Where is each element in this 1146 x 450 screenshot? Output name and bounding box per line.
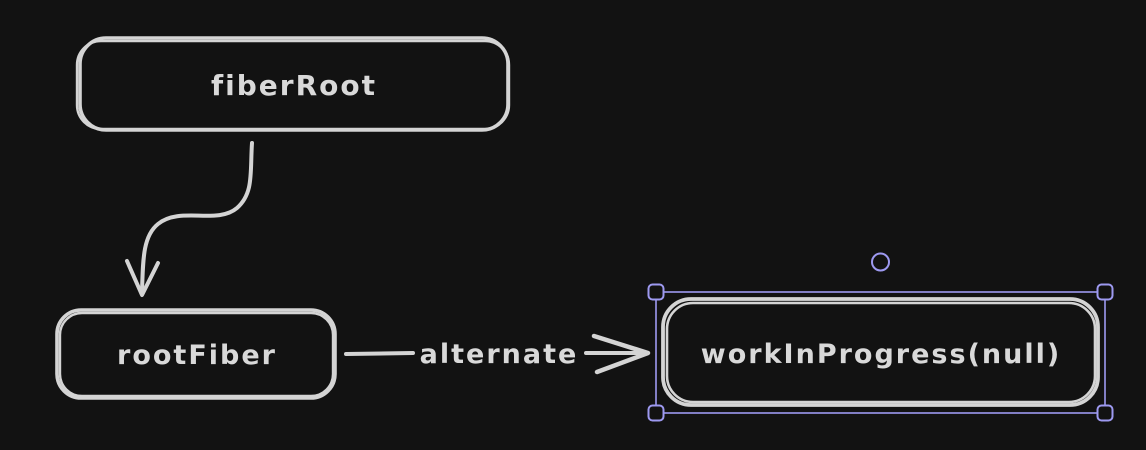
node-fiber-root-label: fiberRoot: [211, 69, 377, 102]
node-work-in-progress[interactable]: workInProgress(null): [661, 297, 1100, 407]
node-work-in-progress-outline: [661, 297, 1100, 407]
edge-alternate-line-left: [344, 351, 415, 356]
node-work-in-progress-outline-2: [665, 301, 1097, 404]
node-fiber-root[interactable]: fiberRoot: [75, 36, 511, 132]
selection-handle-bottom-left[interactable]: [647, 404, 665, 422]
node-root-fiber-label: rootFiber: [117, 340, 277, 371]
selection-bounding-box: [655, 291, 1106, 414]
edge-alternate-label: alternate: [420, 339, 579, 370]
node-work-in-progress-label: workInProgress(null): [701, 339, 1061, 370]
edge-alternate-arrowhead-icon: [591, 333, 651, 375]
edge-fiberroot-to-rootfiber[interactable]: [125, 141, 254, 297]
node-fiber-root-outline-2: [75, 39, 511, 131]
edge-arrowhead-icon: [125, 259, 160, 297]
node-root-fiber-outline: [55, 308, 337, 400]
selection-overlay: [647, 252, 1114, 422]
edge-alternate[interactable]: alternate: [344, 333, 651, 375]
selection-handle-bottom-right[interactable]: [1096, 404, 1114, 422]
selection-handle-top-right[interactable]: [1096, 283, 1114, 301]
selection-handle-top-left[interactable]: [647, 283, 665, 301]
edge-curve: [140, 141, 254, 294]
sketch-layer: fiberRoot rootFiber alternate: [55, 36, 1100, 407]
node-root-fiber-outline-2: [58, 311, 335, 398]
node-root-fiber[interactable]: rootFiber: [55, 308, 337, 400]
selection-rotate-handle[interactable]: [871, 252, 890, 272]
